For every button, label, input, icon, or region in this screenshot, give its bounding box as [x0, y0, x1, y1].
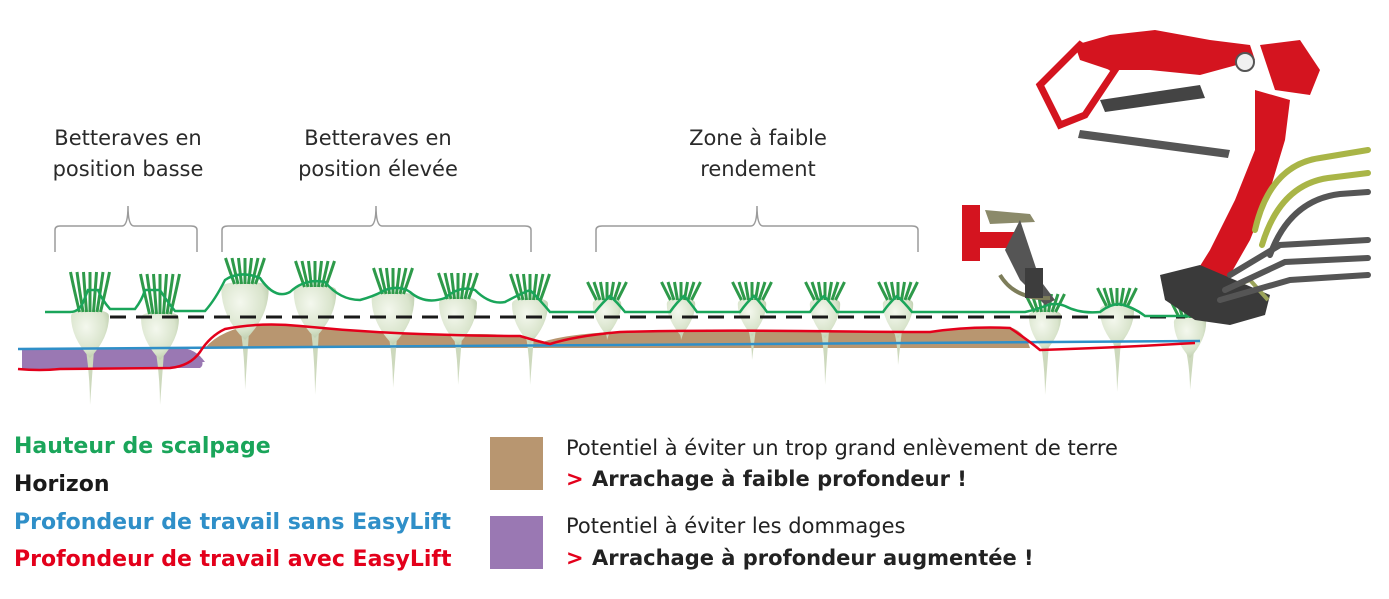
- harvest-diagram: [17, 30, 1371, 405]
- beet: [293, 260, 337, 395]
- legend-scalping: Hauteur de scalpage: [14, 434, 271, 459]
- legend-depth-without: Profondeur de travail sans EasyLift: [14, 510, 452, 535]
- potential-damage-text: Potentiel à éviter les dommages: [566, 514, 906, 538]
- beet: [139, 273, 181, 405]
- zone-label-lowyield: Zone à faible rendement: [658, 123, 858, 185]
- beet: [731, 281, 773, 360]
- harvester-tines: [1217, 147, 1371, 303]
- zone-label-low: Betteraves en position basse: [28, 123, 228, 185]
- zone-bracket-low: [54, 205, 198, 252]
- depth-line-with: [17, 323, 1196, 372]
- zone-label-high-line1: Betteraves en: [304, 126, 452, 150]
- zone-label-lowyield-line1: Zone à faible: [689, 126, 827, 150]
- zone-label-low-line2: position basse: [52, 157, 204, 181]
- legend-depth-with: Profondeur de travail avec EasyLift: [14, 547, 452, 572]
- beet: [69, 271, 111, 405]
- beet: [1096, 287, 1138, 392]
- potential-damage-result-text: Arrachage à profondeur augmentée !: [592, 546, 1034, 570]
- zone-bracket-high: [221, 205, 532, 252]
- swatch-brown: [490, 437, 543, 490]
- depth-line-without: [17, 339, 1201, 351]
- red-arrow-icon: >: [566, 467, 584, 491]
- scalping-line: [45, 273, 1190, 318]
- zone-label-high-line2: position élevée: [298, 157, 458, 181]
- zone-bracket-lowyield: [595, 205, 919, 252]
- potential-damage-result: > Arrachage à profondeur augmentée !: [566, 544, 1034, 572]
- harvester-small-unit: [962, 205, 1055, 305]
- beet: [371, 267, 415, 388]
- potential-soil-result-text: Arrachage à faible profondeur !: [592, 467, 967, 491]
- red-arrow-icon: >: [566, 546, 584, 570]
- potential-soil-result: > Arrachage à faible profondeur !: [566, 465, 967, 493]
- beet: [877, 281, 919, 365]
- zone-label-low-line1: Betteraves en: [54, 126, 202, 150]
- legend-horizon: Horizon: [14, 472, 110, 497]
- zone-label-lowyield-line2: rendement: [700, 157, 816, 181]
- swatch-purple: [490, 516, 543, 569]
- harvester-main-arm: [1035, 30, 1320, 325]
- zone-label-high: Betteraves en position élevée: [278, 123, 478, 185]
- beet: [437, 272, 479, 385]
- potential-soil-text: Potentiel à éviter un trop grand enlèvem…: [566, 436, 1118, 460]
